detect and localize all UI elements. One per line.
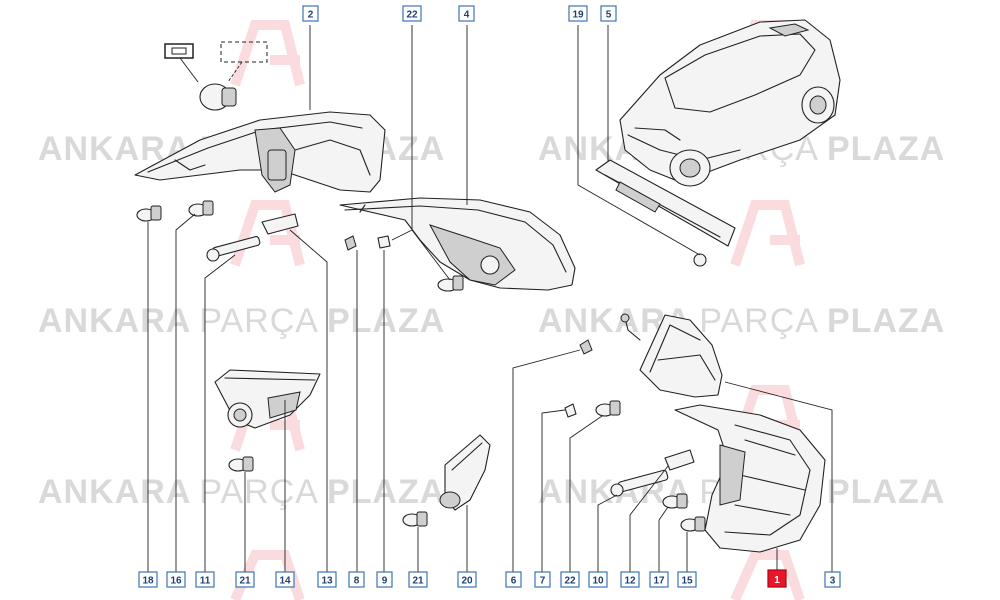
bulb-22-top	[437, 275, 464, 292]
callout-22-top: 22	[402, 5, 422, 22]
clip-9	[377, 235, 391, 249]
svg-text:12: 12	[624, 576, 636, 587]
svg-text:7: 7	[540, 576, 546, 587]
callout-21-mid: 21	[408, 571, 428, 588]
side-lamp	[214, 369, 321, 429]
bolt-10	[610, 469, 669, 497]
callout-11: 11	[195, 571, 215, 588]
bulb-15	[680, 516, 706, 532]
callout-14: 14	[275, 571, 295, 588]
svg-text:22: 22	[564, 576, 576, 587]
bolt-11	[206, 236, 261, 262]
reflector-strip	[595, 159, 736, 247]
bulb-symbol-solid	[164, 43, 194, 59]
callout-20: 20	[457, 571, 477, 588]
socket-12	[664, 449, 695, 471]
bulb-16	[188, 200, 214, 217]
callout-15: 15	[677, 571, 697, 588]
callout-17: 17	[649, 571, 669, 588]
watermark-word-plaza: PLAZA	[327, 302, 445, 340]
leader-lines	[147, 213, 833, 572]
lamp-1	[674, 404, 826, 553]
bulb-part	[199, 83, 237, 111]
svg-text:22: 22	[406, 10, 418, 21]
bulb-18	[136, 205, 162, 222]
callout-13: 13	[317, 571, 337, 588]
svg-text:15: 15	[681, 576, 693, 587]
clip-7	[564, 403, 577, 418]
svg-text:5: 5	[606, 10, 612, 21]
svg-text:14: 14	[279, 576, 291, 587]
watermark-word-parca: PARÇA	[199, 473, 319, 511]
car-illustration	[619, 19, 841, 187]
svg-text:11: 11	[200, 576, 211, 587]
svg-text:19: 19	[572, 10, 584, 21]
callout-5: 5	[600, 5, 617, 22]
rear-lamp-inner	[339, 197, 576, 291]
svg-text:13: 13	[321, 576, 333, 587]
callout-4: 4	[458, 5, 475, 22]
svg-text:10: 10	[592, 576, 604, 587]
svg-text:16: 16	[170, 576, 182, 587]
callout-2: 2	[302, 5, 319, 22]
svg-text:8: 8	[354, 576, 360, 587]
nut-19	[693, 253, 707, 267]
svg-text:2: 2	[308, 10, 314, 21]
watermark-word-plaza: PLAZA	[327, 473, 445, 511]
watermark-word-ankara: ANKARA	[38, 302, 191, 340]
tail-lamp-3	[620, 313, 723, 398]
bulb-21-left	[228, 456, 254, 472]
callout-12: 12	[620, 571, 640, 588]
screw-6	[579, 339, 593, 355]
svg-text:3: 3	[830, 576, 836, 587]
watermark-word-parca: PARÇA	[199, 302, 319, 340]
bulb-17	[662, 493, 688, 509]
watermark-word-plaza: PLAZA	[827, 302, 945, 340]
callout-16: 16	[166, 571, 186, 588]
svg-text:9: 9	[382, 576, 388, 587]
rear-lamp-outer	[134, 111, 386, 193]
svg-text:18: 18	[142, 576, 154, 587]
watermark-word-parca: PARÇA	[699, 302, 819, 340]
callout-21-left: 21	[235, 571, 255, 588]
callout-3: 3	[824, 571, 841, 588]
watermark-word-ankara: ANKARA	[38, 473, 191, 511]
callout-19: 19	[568, 5, 588, 22]
socket-13	[261, 213, 299, 235]
callout-10: 10	[588, 571, 608, 588]
callout-8: 8	[348, 571, 365, 588]
watermark-word-plaza: PLAZA	[827, 473, 945, 511]
screw-8	[344, 235, 357, 251]
svg-text:21: 21	[412, 576, 424, 587]
bulb-symbol-dashed	[220, 41, 268, 63]
bulb-21-mid	[402, 511, 428, 527]
svg-text:6: 6	[511, 576, 517, 587]
callout-9: 9	[376, 571, 393, 588]
svg-text:17: 17	[653, 576, 665, 587]
watermark-word-plaza: PLAZA	[827, 130, 945, 168]
callout-6: 6	[505, 571, 522, 588]
callout-22-bottom: 22	[560, 571, 580, 588]
callout-7: 7	[534, 571, 551, 588]
svg-text:1: 1	[774, 575, 780, 586]
bulb-22-bottom	[595, 400, 621, 417]
callout-1-highlighted[interactable]: 1	[767, 569, 787, 588]
svg-text:20: 20	[461, 576, 473, 587]
svg-text:4: 4	[464, 10, 470, 21]
callout-18: 18	[138, 571, 158, 588]
svg-text:21: 21	[239, 576, 251, 587]
side-marker	[439, 434, 491, 511]
